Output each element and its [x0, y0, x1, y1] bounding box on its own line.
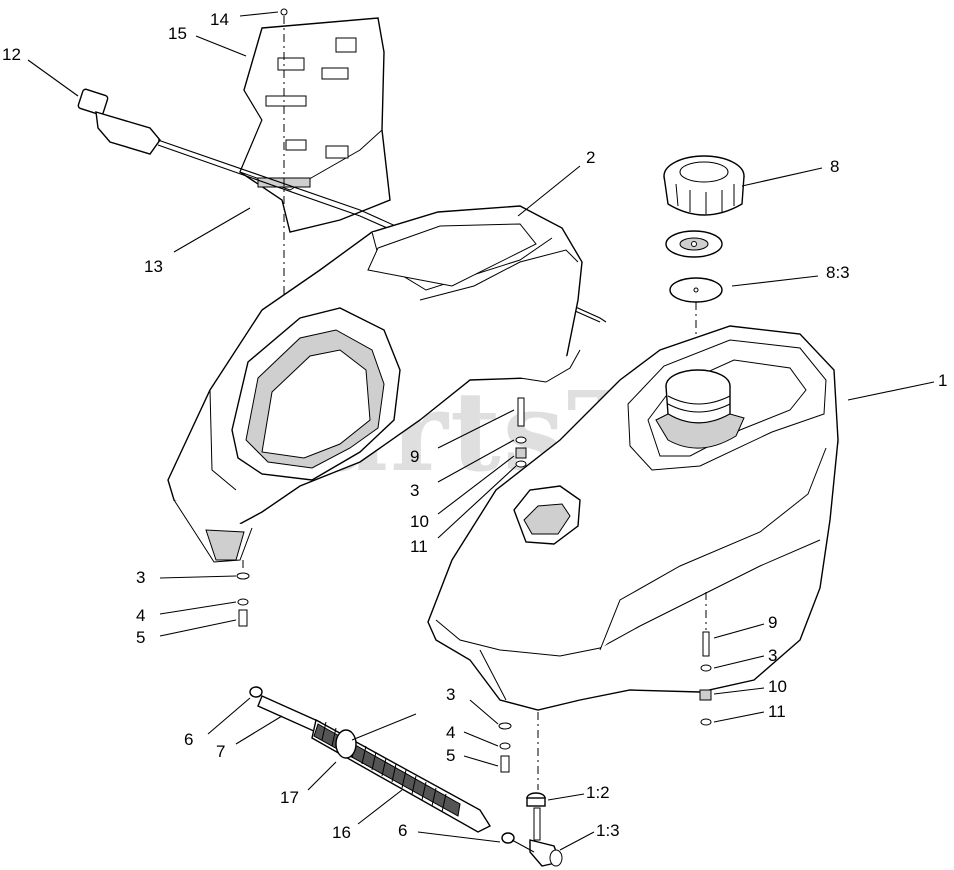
hardware-stack-lower[interactable] — [498, 722, 512, 773]
callout-17: 17 — [280, 788, 299, 807]
callout-6-upper: 6 — [184, 730, 193, 749]
callout-5-lower: 5 — [446, 746, 455, 765]
part-6-hose-clamp-lower[interactable] — [501, 832, 535, 853]
callout-1-2: 1:2 — [586, 783, 610, 802]
callout-15: 15 — [168, 24, 187, 43]
callout-2: 2 — [586, 148, 595, 167]
callout-3-left: 3 — [136, 568, 145, 587]
callout-1-3: 1:3 — [596, 821, 620, 840]
callout-14: 14 — [210, 10, 229, 29]
hardware-stack-center[interactable] — [515, 397, 527, 468]
callout-7: 7 — [216, 742, 225, 761]
callout-5-left: 5 — [136, 628, 145, 647]
part-1-2-grommet[interactable] — [526, 792, 546, 807]
callout-10-right: 10 — [768, 677, 787, 696]
callout-4-left: 4 — [136, 606, 145, 625]
part-8-cap-seal[interactable] — [665, 230, 723, 258]
callout-6-lower: 6 — [398, 821, 407, 840]
callout-8-3: 8:3 — [826, 263, 850, 282]
hardware-stack-right[interactable] — [699, 631, 712, 726]
part-8-3-gasket[interactable] — [669, 277, 723, 303]
callout-labels: 14 15 12 13 2 8 8:3 1 9 3 10 11 3 4 5 9 … — [2, 10, 947, 842]
callout-3-right: 3 — [768, 646, 777, 665]
part-1-3-fitting[interactable] — [529, 807, 563, 867]
callout-8: 8 — [830, 157, 839, 176]
part-6-hose-clamp-upper[interactable] — [249, 686, 263, 698]
callout-4-lower: 4 — [446, 723, 455, 742]
callout-3-lower: 3 — [446, 685, 455, 704]
part-15-control-plate[interactable] — [239, 17, 391, 233]
callout-3-center: 3 — [410, 481, 419, 500]
callout-10-center: 10 — [410, 512, 429, 531]
callout-16: 16 — [332, 823, 351, 842]
part-17-cable-tie[interactable] — [335, 713, 417, 759]
callout-11-center: 11 — [410, 537, 428, 556]
callout-9-center: 9 — [410, 447, 419, 466]
part-7-fuel-hose[interactable] — [257, 695, 321, 733]
leader-lines — [27, 11, 935, 851]
callout-9-right: 9 — [768, 613, 777, 632]
part-8-fuel-cap[interactable] — [663, 155, 745, 216]
hardware-stack-left[interactable] — [236, 572, 250, 627]
part-2-console-housing[interactable] — [167, 205, 583, 563]
part-1-fuel-tank[interactable] — [427, 325, 839, 711]
callout-11-right: 11 — [768, 702, 786, 721]
part-14-screw[interactable] — [280, 8, 288, 16]
callout-13: 13 — [144, 257, 163, 276]
callout-12: 12 — [2, 45, 21, 64]
callout-1: 1 — [938, 371, 947, 390]
